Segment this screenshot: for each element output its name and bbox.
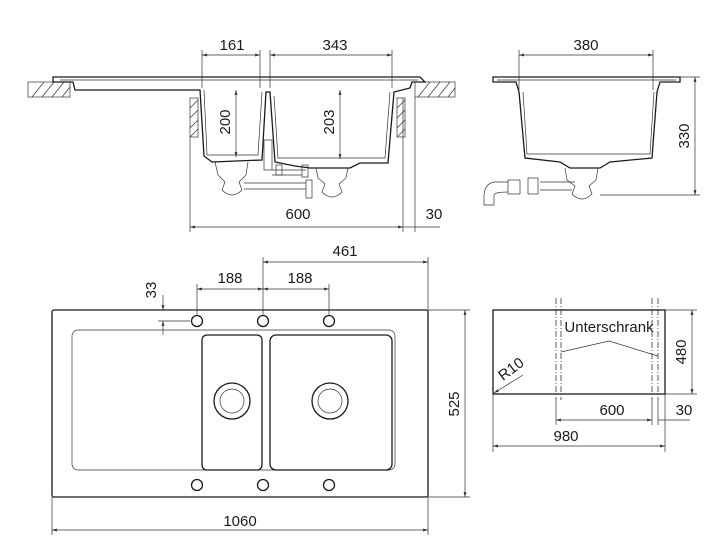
dim-330: 330 (676, 123, 693, 148)
dim-380: 380 (573, 37, 598, 54)
dim-200: 200 (217, 109, 234, 134)
dim-600: 600 (285, 206, 310, 223)
dim-1060: 1060 (223, 513, 256, 530)
dimensions (189, 50, 440, 232)
drain-left (213, 382, 251, 420)
cutout-view: Unterschrank R10 480 600 30 980 (492, 298, 697, 452)
end-section-view: 380 330 (483, 37, 700, 206)
cabinet-walls (189, 97, 406, 138)
dim-480: 480 (673, 339, 690, 364)
countertop-left (27, 81, 71, 98)
drain-siphon (214, 139, 349, 199)
dim-980: 980 (553, 428, 578, 445)
dim-203: 203 (321, 109, 338, 134)
plan-view: 461 188 188 33 525 1060 (51, 243, 470, 535)
dim-343: 343 (322, 37, 347, 54)
end-siphon (483, 167, 599, 206)
dim-461: 461 (332, 243, 357, 260)
tap-holes (190, 314, 336, 492)
dim-cutout-600: 600 (599, 402, 624, 419)
dim-cutout-30: 30 (676, 402, 693, 419)
dim-188-right: 188 (287, 270, 312, 287)
side-section-view: 161 343 200 203 600 30 (27, 37, 456, 232)
radius-label: R10 (495, 354, 527, 384)
dim-525: 525 (446, 391, 463, 416)
countertop-right (414, 81, 456, 98)
dim-161: 161 (219, 37, 244, 54)
dim-30: 30 (426, 206, 443, 223)
unterschrank-label: Unterschrank (564, 319, 654, 336)
drain-right (311, 382, 349, 420)
dim-33: 33 (143, 282, 160, 299)
dim-188-left: 188 (217, 270, 242, 287)
sink-profile (52, 76, 427, 169)
